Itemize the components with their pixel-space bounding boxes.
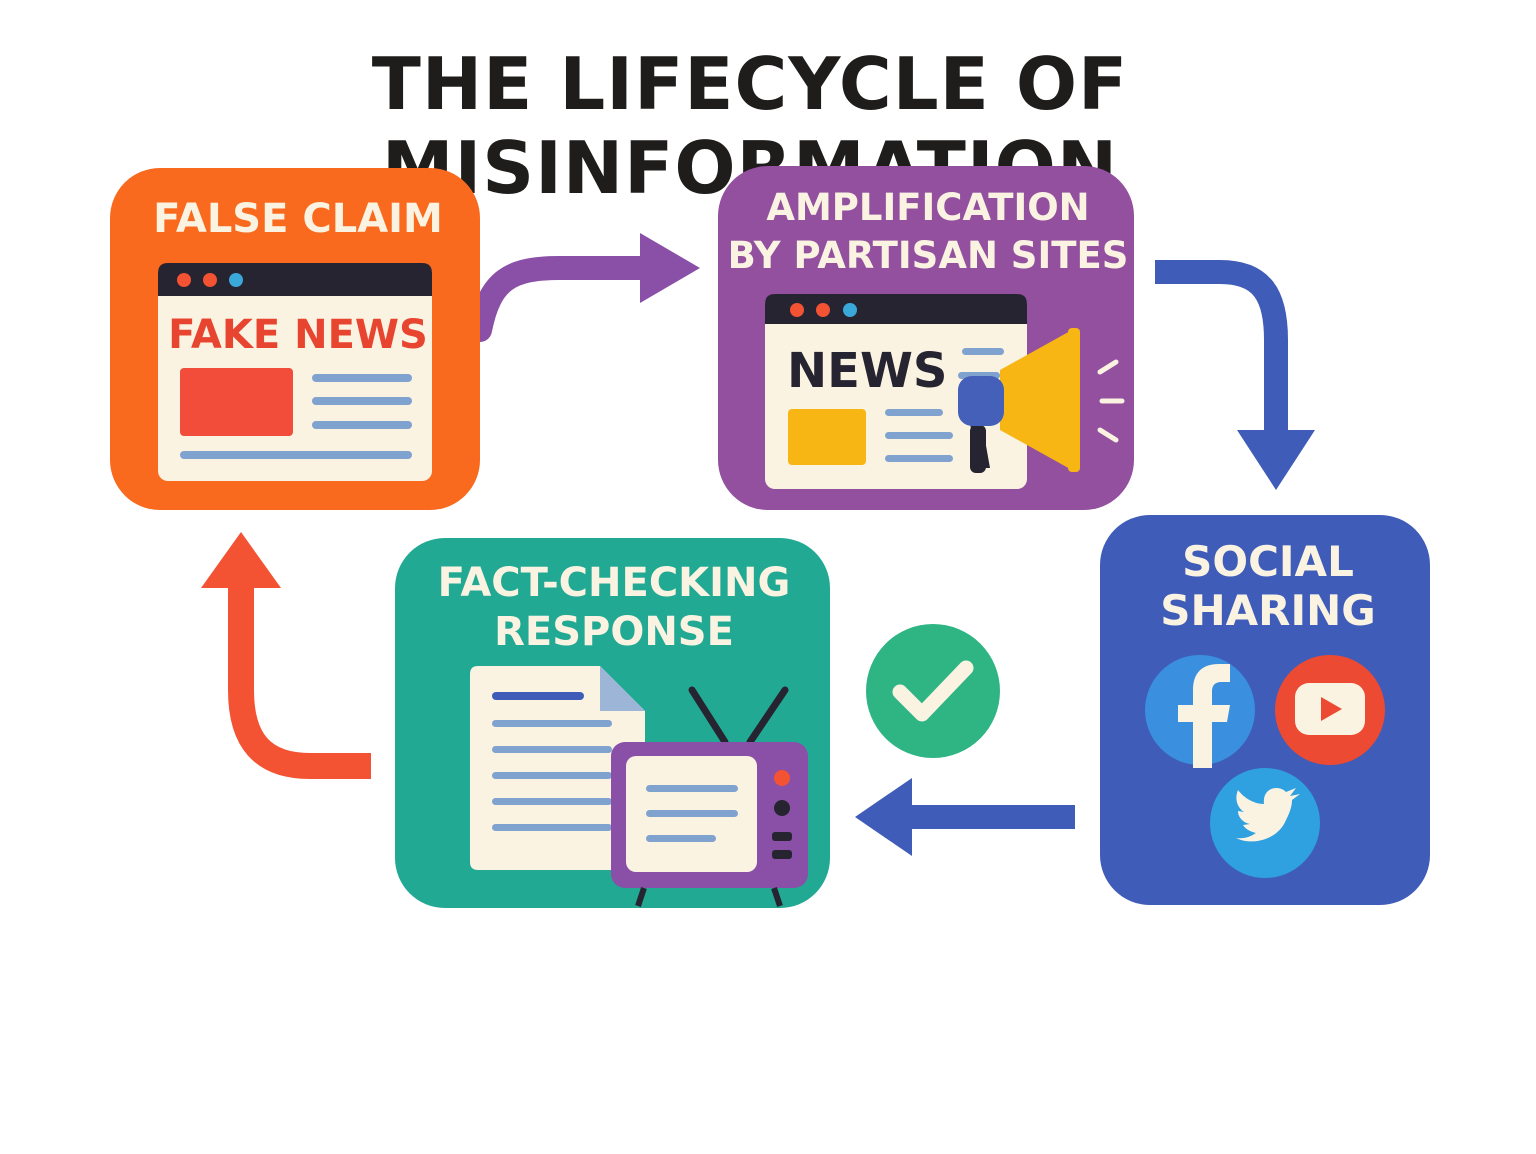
stage-label-factcheck-line1: FACT-CHECKING	[438, 560, 791, 606]
stage-fact-checking: FACT-CHECKING RESPONSE	[395, 538, 830, 908]
arrow-social-to-factcheck	[855, 778, 1075, 856]
arrow-amplification-to-social	[1155, 260, 1315, 490]
facebook-icon	[1145, 655, 1255, 768]
stage-label-amplification-line2: BY PARTISAN SITES	[728, 234, 1129, 277]
image-placeholder	[788, 409, 866, 465]
stage-social-sharing: SOCIAL SHARING	[1100, 515, 1430, 905]
stage-label-amplification-line1: AMPLIFICATION	[766, 186, 1089, 229]
news-browser-icon: NEWS	[765, 294, 1027, 489]
stage-amplification: AMPLIFICATION BY PARTISAN SITES NEWS	[718, 166, 1134, 510]
stage-label-factcheck-line2: RESPONSE	[494, 609, 734, 655]
image-placeholder	[180, 368, 293, 436]
arrow-false-to-amplification	[468, 233, 700, 342]
stage-label-false-claim: FALSE CLAIM	[153, 196, 443, 242]
stage-label-social-line2: SHARING	[1160, 586, 1376, 635]
television-icon	[611, 686, 808, 907]
arrow-factcheck-to-false	[201, 532, 371, 779]
stage-false-claim: FALSE CLAIM FAKE NEWS	[110, 168, 480, 510]
checkmark-icon	[866, 624, 1000, 758]
stage-label-social-line1: SOCIAL	[1182, 537, 1354, 586]
news-headline: NEWS	[787, 343, 947, 399]
youtube-icon	[1275, 655, 1385, 765]
browser-window-icon: FAKE NEWS	[158, 263, 432, 481]
megaphone-icon	[958, 328, 1125, 473]
fake-news-headline: FAKE NEWS	[168, 312, 428, 358]
twitter-icon	[1210, 768, 1320, 878]
document-icon	[470, 666, 645, 870]
